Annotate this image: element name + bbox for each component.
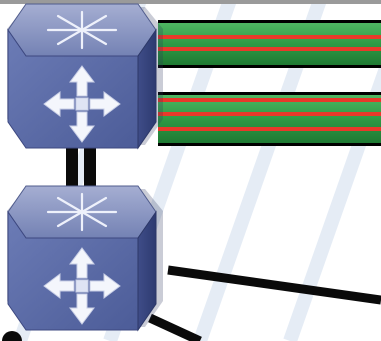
four-way-arrows-icon	[43, 247, 121, 325]
link-bundle-lower	[158, 92, 381, 146]
link-inter-switch	[66, 148, 96, 192]
link-offscreen	[148, 265, 381, 341]
top-rule	[0, 0, 381, 4]
switch-top-side	[137, 28, 157, 150]
star-burst-icon	[46, 192, 118, 232]
link-bundle-upper	[158, 20, 381, 68]
partial-node-icon	[2, 331, 22, 341]
switch-top[interactable]	[7, 3, 163, 150]
switch-bottom-side	[137, 210, 157, 332]
four-way-arrows-icon	[43, 65, 121, 143]
star-burst-icon	[46, 10, 118, 50]
switch-bottom[interactable]	[7, 185, 163, 332]
